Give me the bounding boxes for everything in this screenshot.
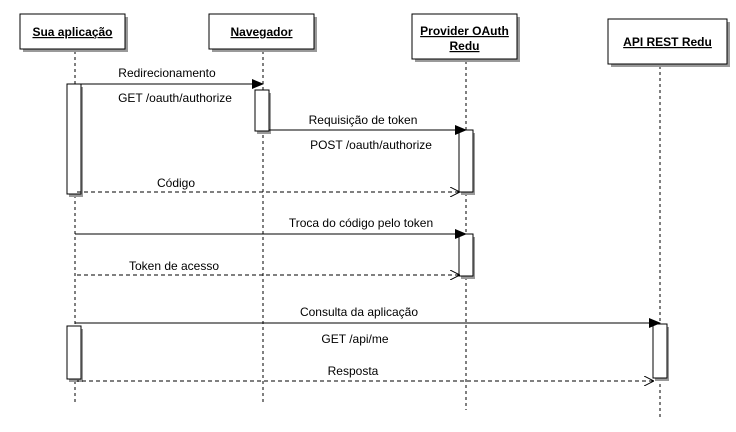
message-query-label: Consulta da aplicação [300,305,418,319]
message-token-request-sublabel: POST /oauth/authorize [310,138,432,152]
message-exchange-label: Troca do código pelo token [289,216,433,230]
message-response-label: Resposta [328,364,379,378]
message-code-label: Código [157,176,195,190]
activation-app-2 [66,325,82,380]
actor-browser-label: Navegador [230,25,292,39]
actor-app-label: Sua aplicação [32,25,112,39]
message-access-token-label: Token de acesso [129,259,219,273]
message-redirect-sublabel: GET /oauth/authorize [118,91,232,105]
message-query-sublabel: GET /api/me [321,332,388,346]
actor-api-label: API REST Redu [623,35,712,49]
message-redirect-label: Redirecionamento [118,66,216,80]
activation-provider-2 [458,233,474,277]
message-token-request: Requisição de token POST /oauth/authoriz… [269,113,467,152]
activation-browser-1 [254,89,270,132]
actor-provider: Provider OAuth Redu [411,13,520,62]
activation-app-1 [66,83,82,195]
message-code: Código [77,176,459,192]
activation-provider-1 [458,129,474,193]
activations [66,83,669,382]
message-query: Consulta da aplicação GET /api/me [75,305,661,346]
message-token-request-label: Requisição de token [309,113,418,127]
actor-api: API REST Redu [607,18,730,67]
message-exchange: Troca do código pelo token [75,216,467,239]
message-access-token: Token de acesso [77,259,459,275]
message-response: Resposta [77,364,653,381]
actor-provider-label-2: Redu [450,39,480,53]
actor-browser: Navegador [208,13,317,52]
message-redirect: Redirecionamento GET /oauth/authorize [81,66,264,105]
activation-api-1 [652,323,668,379]
actor-app: Sua aplicação [19,13,128,52]
actor-provider-label-1: Provider OAuth [420,24,509,38]
